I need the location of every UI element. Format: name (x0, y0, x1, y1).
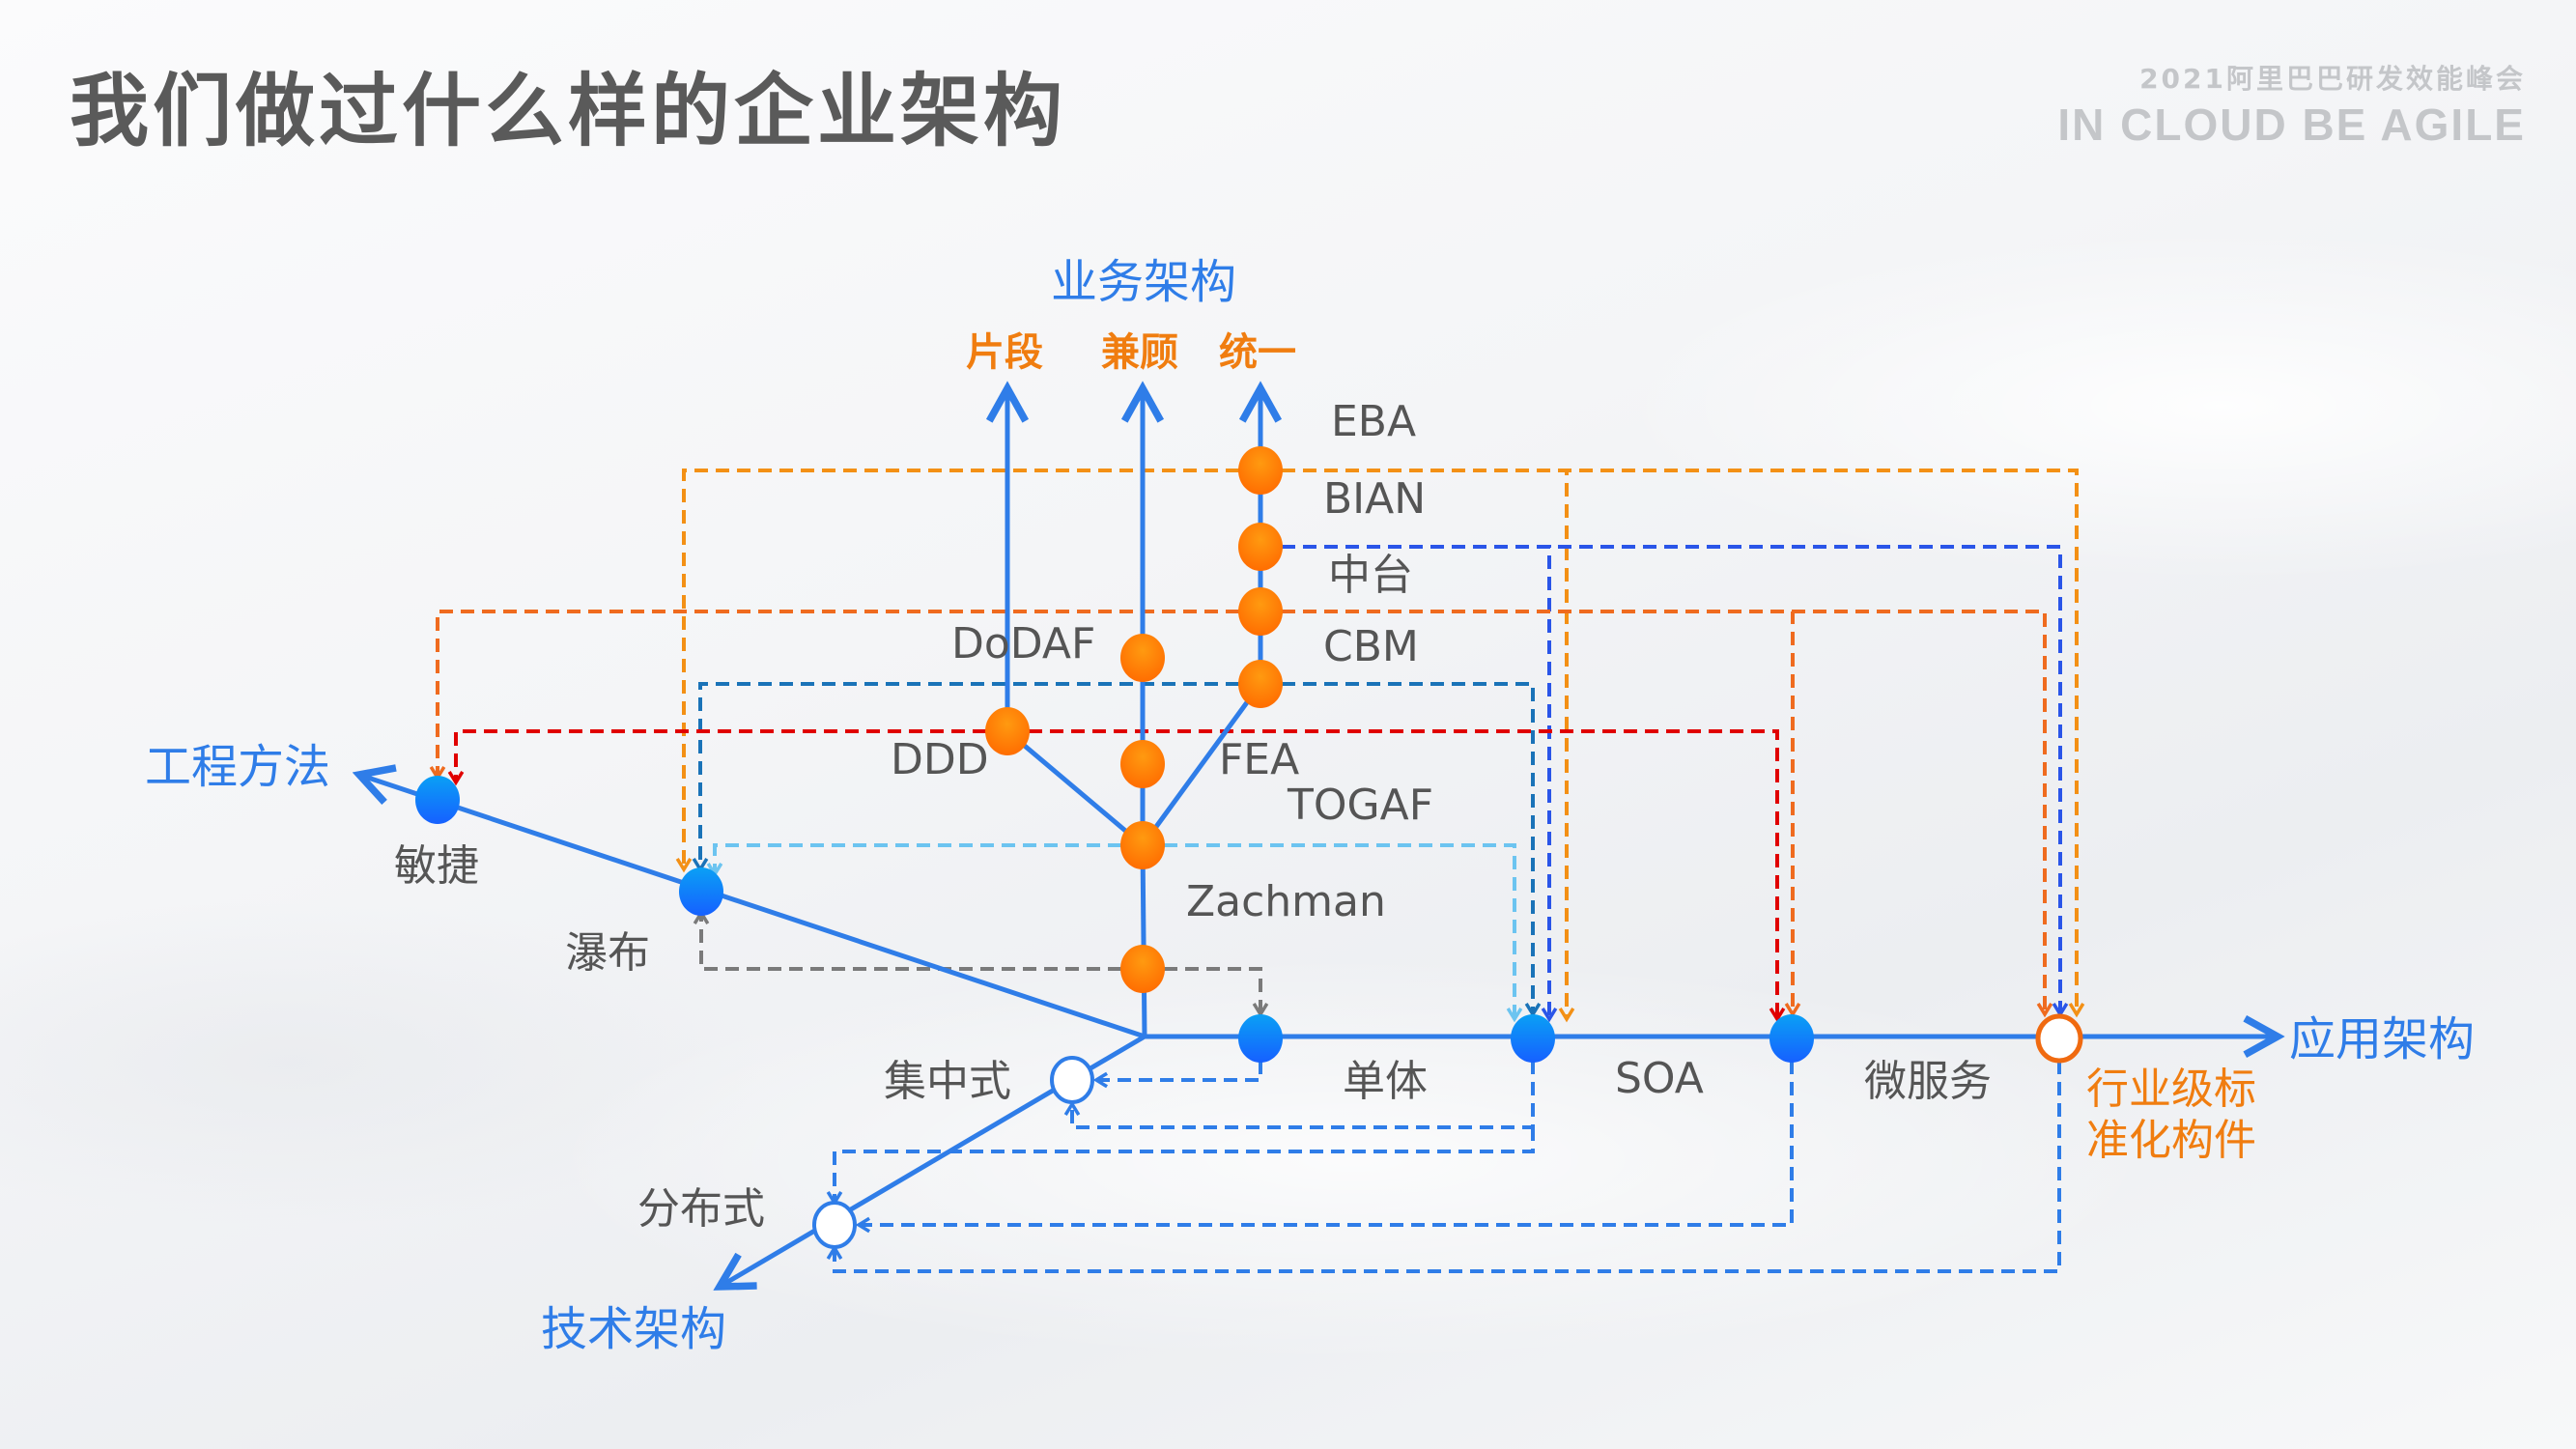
label-dodaf: DoDAF (951, 619, 1096, 668)
label-waterfall: 瀑布 (565, 928, 650, 978)
page-title: 我们做过什么样的企业架构 (70, 66, 1067, 157)
axis-label-business: 业务架构 (1051, 255, 1237, 309)
link-zhongtai-microservice-arrowhead (1784, 1003, 1801, 1018)
link-togaf-waterfall (713, 843, 1143, 874)
link-ddd-microservice-arrowhead (1769, 1008, 1786, 1023)
label-togaf: TOGAF (1288, 781, 1434, 830)
link-zhongtai-industry (1260, 610, 2047, 1014)
node-agile[interactable] (415, 776, 460, 824)
label-zhongtai: 中台 (1328, 551, 1413, 600)
link-eba-soa-arrowhead (1558, 1008, 1575, 1023)
link-cbm-waterfall (698, 682, 1260, 869)
axis-label-technology: 技术架构 (541, 1302, 727, 1356)
link-zachman-monolith (1143, 967, 1262, 1014)
link-eba-industry-arrowhead (2068, 1003, 2085, 1018)
axis-label-engineering: 工程方法 (145, 740, 331, 794)
axis-label-application: 应用架构 (2289, 1012, 2476, 1066)
label-industry-line1: 行业级标 (2086, 1065, 2256, 1114)
label-industry-line2: 准化构件 (2086, 1115, 2256, 1165)
node-monolith[interactable] (1238, 1014, 1283, 1063)
link-microservice-distributed (859, 1061, 1794, 1227)
link-soa-centralized (1070, 1061, 1535, 1129)
link-togaf-soa (1143, 843, 1516, 1019)
node-soa[interactable] (1511, 1014, 1555, 1063)
label-ddd: DDD (891, 735, 989, 784)
link-ddd-agile (454, 729, 1007, 782)
conference-name: 2021阿里巴巴研发效能峰会 (2139, 63, 2526, 95)
label-distributed: 分布式 (637, 1184, 765, 1234)
label-soa: SOA (1615, 1054, 1704, 1103)
link-microservice-distributed-arrowhead (855, 1216, 870, 1234)
label-zachman: Zachman (1186, 877, 1386, 926)
label-bian: BIAN (1323, 474, 1427, 524)
node-bian[interactable] (1238, 523, 1283, 571)
node-fea[interactable] (1120, 740, 1165, 788)
node-cbm[interactable] (1238, 660, 1283, 708)
label-fea: FEA (1219, 735, 1300, 784)
link-ddd-microservice (1007, 729, 1779, 1019)
label-monolith: 单体 (1343, 1057, 1428, 1106)
link-soa-distributed (833, 1127, 1535, 1203)
branch-label-balanced: 兼顾 (1101, 330, 1178, 375)
link-togaf-soa-arrowhead (1506, 1008, 1523, 1023)
link-bian-industry (1260, 545, 2062, 1014)
node-zhongtai[interactable] (1238, 587, 1283, 636)
label-centralized: 集中式 (884, 1057, 1011, 1106)
node-industry-component[interactable] (2035, 1013, 2083, 1064)
branch-fragment-diag (1005, 729, 1145, 847)
label-cbm: CBM (1323, 622, 1419, 671)
framework-nodes (985, 446, 1283, 993)
node-togaf[interactable] (1120, 821, 1165, 869)
axis-engineering (359, 775, 1146, 1039)
link-cbm-soa (1260, 682, 1535, 1014)
branch-unified-diag (1140, 682, 1263, 847)
branch-label-unified: 统一 (1219, 330, 1296, 375)
link-bian-soa-arrowhead (1541, 1008, 1558, 1023)
link-monolith-centralized-arrowhead (1092, 1071, 1108, 1089)
link-zachman-waterfall (699, 913, 1143, 971)
node-microservice[interactable] (1769, 1014, 1814, 1063)
method-style-nodes (415, 776, 1814, 1063)
link-monolith-centralized (1096, 1061, 1262, 1082)
branch-label-fragment: 片段 (966, 330, 1043, 375)
link-zhongtai-industry-arrowhead (2036, 1003, 2053, 1018)
node-waterfall[interactable] (679, 867, 723, 916)
link-ddd-agile-arrowhead (447, 771, 465, 786)
label-microservice: 微服务 (1864, 1057, 1992, 1106)
link-eba-industry (1260, 469, 2079, 1014)
conference-brand: 2021阿里巴巴研发效能峰会 IN CLOUD BE AGILE (2057, 58, 2526, 151)
conference-slogan: IN CLOUD BE AGILE (2057, 99, 2526, 150)
label-agile: 敏捷 (394, 841, 479, 891)
node-zachman[interactable] (1120, 945, 1165, 993)
node-eba[interactable] (1238, 446, 1283, 495)
relation-links (436, 469, 2079, 1273)
label-eba: EBA (1331, 397, 1417, 446)
link-eba-waterfall (682, 469, 1260, 869)
node-ddd[interactable] (985, 707, 1030, 755)
link-eba-soa (1260, 469, 1569, 1019)
node-dodaf[interactable] (1120, 634, 1165, 682)
node-centralized[interactable] (1050, 1056, 1094, 1104)
node-distributed[interactable] (812, 1201, 857, 1249)
axis-business-trunk (1140, 844, 1147, 1037)
link-eba-waterfall-arrowhead (675, 858, 693, 873)
link-industry-distributed (833, 1061, 2061, 1273)
label-industry-component: 行业级标 准化构件 (2086, 1065, 2256, 1167)
